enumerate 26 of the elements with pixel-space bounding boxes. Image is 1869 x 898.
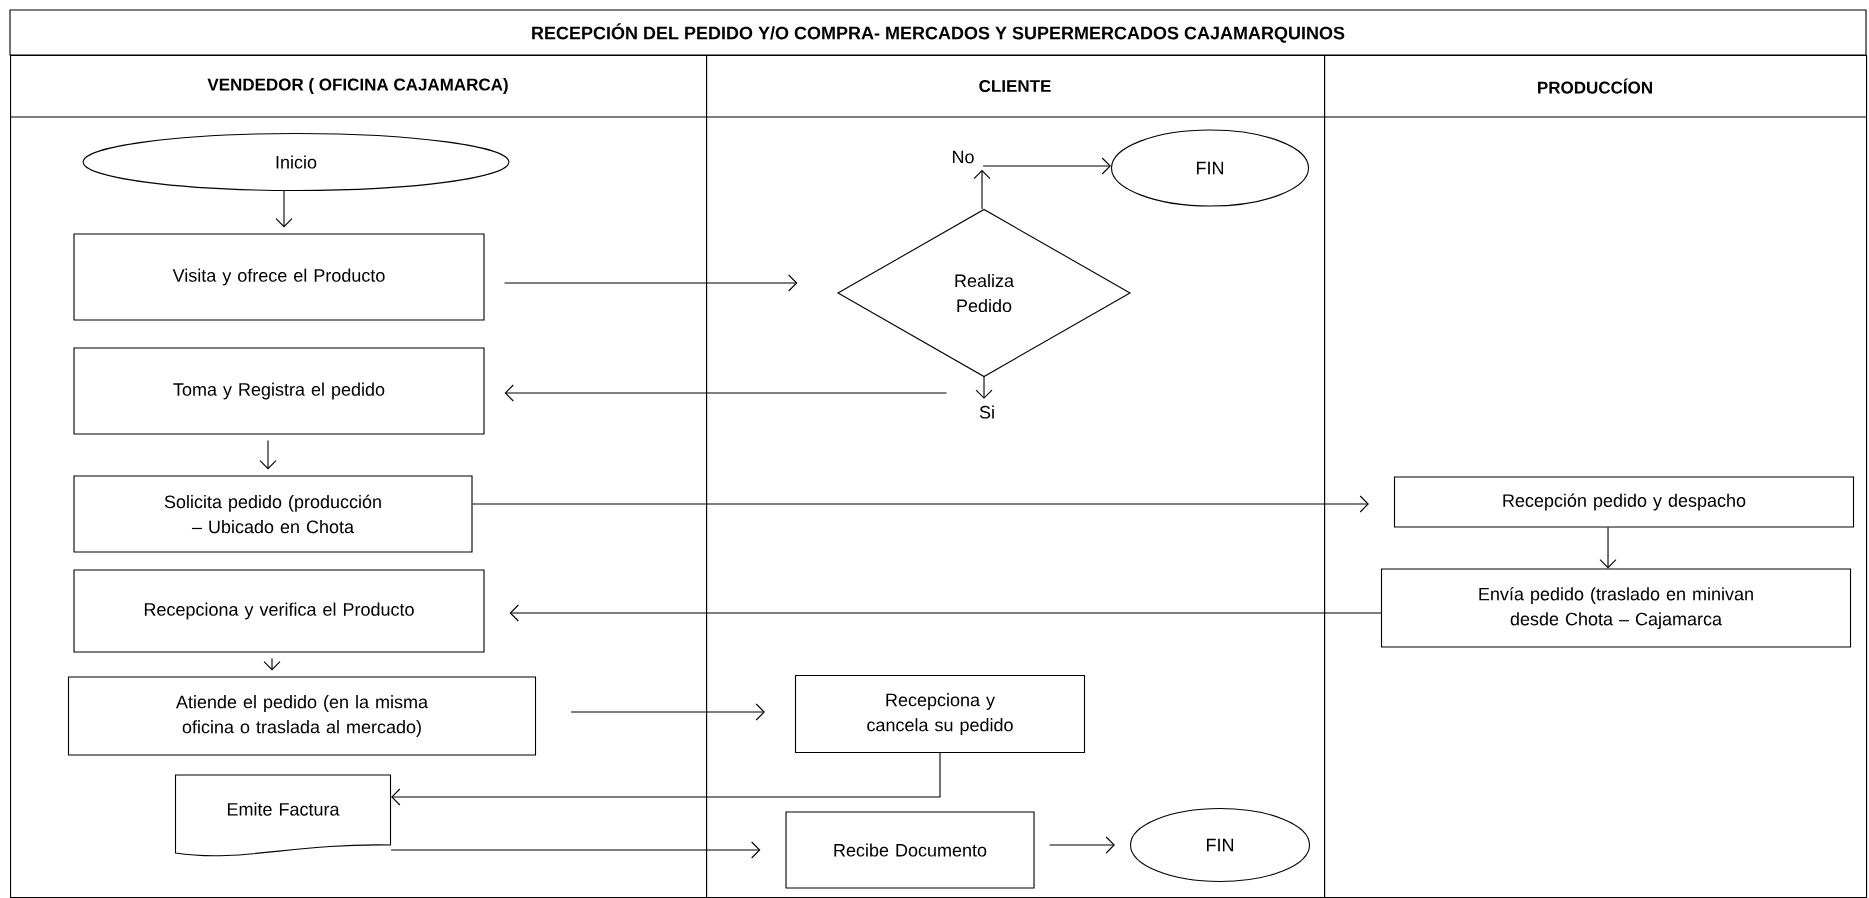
arrow: [390, 841, 761, 859]
process-box: Visita y ofrece el Producto: [73, 233, 485, 321]
process-box: Recepciona y cancela su pedido: [794, 674, 1086, 754]
arrow: [504, 384, 947, 402]
process-box: Solicita pedido (producción – Ubicado en Chota: [73, 475, 473, 553]
branch-label: No: [953, 150, 974, 164]
arrow: [982, 157, 1111, 175]
process-box: Toma y Registra el pedido: [73, 347, 485, 435]
arrow: [504, 274, 798, 292]
process-box: Envía pedido (traslado en minivan desde Chota – Cajamarca: [1380, 568, 1852, 648]
process-box: Recibe Documento: [785, 811, 1035, 889]
arrow: [1599, 527, 1617, 569]
process-box: Recepciona y verifica el Producto: [73, 569, 485, 653]
arrow: [472, 495, 1369, 513]
arrow: [973, 169, 991, 210]
arrow: [509, 604, 1382, 622]
arrow: [275, 190, 293, 228]
arrow: [975, 376, 993, 399]
title-bar: RECEPCIÓN DEL PEDIDO Y/O COMPRA- MERCADOS Y SUPERMERCADOS CAJAMARQUINOS: [9, 9, 1867, 56]
arrow: [259, 440, 277, 470]
arrow: [391, 752, 941, 806]
process-box: Atiende el pedido (en la misma oficina o traslada al mercado): [67, 676, 537, 756]
branch-label: Si: [979, 405, 994, 419]
arrow: [570, 703, 765, 721]
arrow: [1049, 836, 1115, 854]
process-box: Recepción pedido y despacho: [1393, 476, 1855, 528]
